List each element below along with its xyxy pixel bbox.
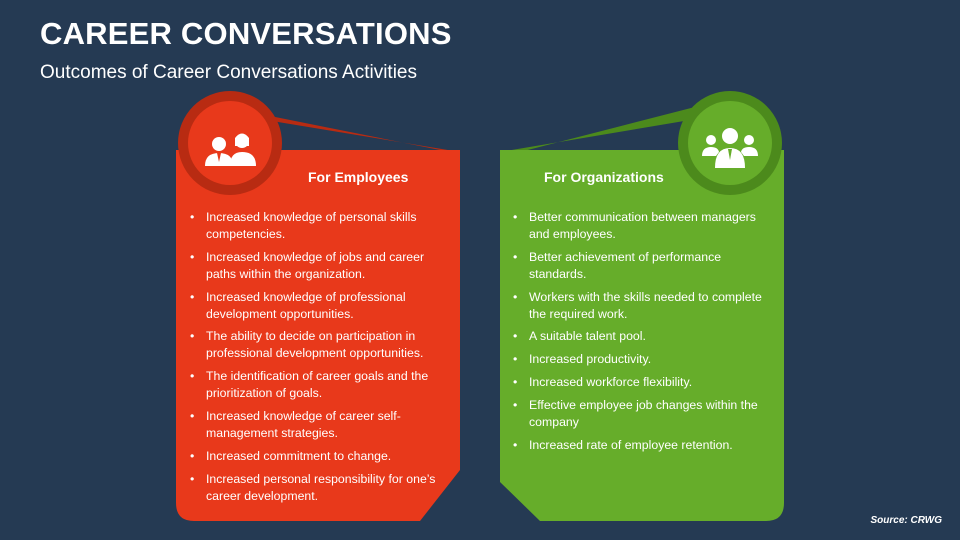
- list-item: Increased personal responsibility for on…: [184, 471, 454, 505]
- list-item: Increased productivity.: [507, 351, 777, 368]
- list-item: Increased knowledge of jobs and career p…: [184, 249, 454, 283]
- list-item: Increased knowledge of professional deve…: [184, 289, 454, 323]
- list-item: Increased workforce flexibility.: [507, 374, 777, 391]
- page-title: CAREER CONVERSATIONS: [40, 16, 452, 51]
- list-item: The identification of career goals and t…: [184, 368, 454, 402]
- two-people-icon: [205, 133, 256, 166]
- employees-list: Increased knowledge of personal skills c…: [184, 209, 454, 510]
- organizations-heading: For Organizations: [544, 169, 664, 185]
- list-item: Better achievement of performance standa…: [507, 249, 777, 283]
- list-item: Increased commitment to change.: [184, 448, 454, 465]
- source-note: Source: CRWG: [870, 515, 943, 526]
- list-item: Effective employee job changes within th…: [507, 397, 777, 431]
- employees-heading: For Employees: [308, 169, 409, 185]
- page-subtitle: Outcomes of Career Conversations Activit…: [40, 62, 417, 83]
- list-item: Increased rate of employee retention.: [507, 437, 777, 454]
- team-icon: [702, 128, 758, 168]
- list-item: Workers with the skills needed to comple…: [507, 289, 777, 323]
- list-item: Increased knowledge of career self-manag…: [184, 408, 454, 442]
- list-item: Better communication between managers an…: [507, 209, 777, 243]
- list-item: A suitable talent pool.: [507, 328, 777, 345]
- list-item: The ability to decide on participation i…: [184, 328, 454, 362]
- organizations-list: Better communication between managers an…: [507, 209, 777, 459]
- list-item: Increased knowledge of personal skills c…: [184, 209, 454, 243]
